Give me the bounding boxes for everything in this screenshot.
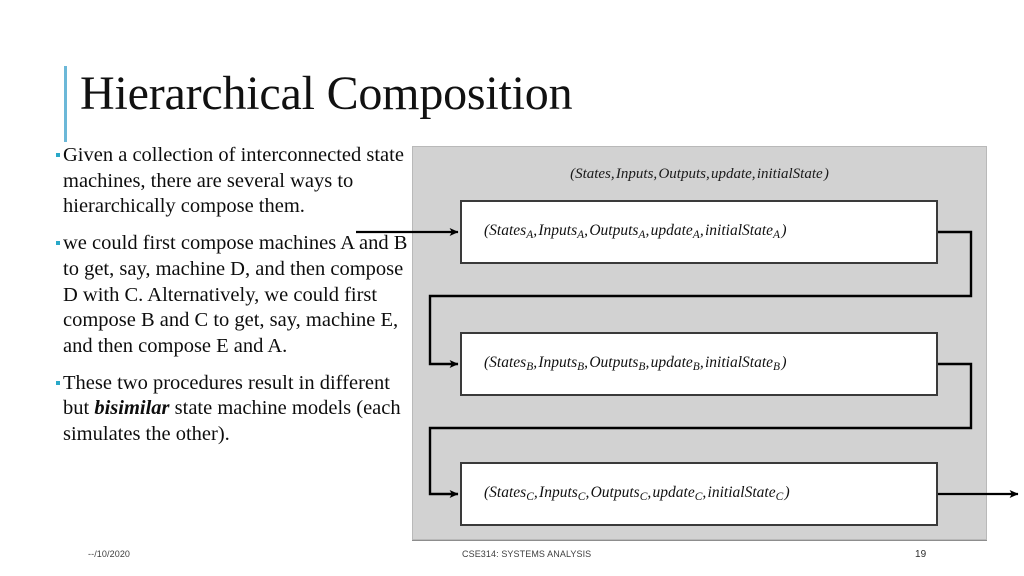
box-b-sub-initialstate: B: [773, 361, 781, 374]
list-item: These two procedures result in different…: [56, 371, 416, 448]
state-machine-box-c: (StatesC, InputsC, OutputsC, updateC, in…: [460, 462, 938, 526]
box-c-states: States: [489, 484, 527, 502]
box-b-inputs: Inputs: [538, 354, 578, 372]
state-machine-box-a: (StatesA, InputsA, OutputsA, updateA, in…: [460, 200, 938, 264]
box-c-update: update: [652, 484, 695, 502]
bullet-3-suffix: state machine models (each simulates the…: [63, 397, 401, 446]
box-a-sub-states: A: [526, 229, 534, 242]
footer-date: --/10/2020: [88, 549, 131, 559]
box-b-update: update: [650, 354, 693, 372]
bullet-text-2: we could first compose machines A and B …: [63, 232, 408, 358]
header-item-states: States: [575, 166, 611, 182]
footer-divider: [412, 540, 987, 541]
box-c-initialstate: initialState: [707, 484, 776, 502]
box-a-tuple: (StatesA, InputsA, OutputsA, updateA, in…: [484, 222, 787, 242]
bullet-dot-icon: [56, 153, 60, 157]
box-b-sub-outputs: B: [638, 361, 646, 374]
footer-course-label: CSE314: SYSTEMS ANALYSIS: [462, 549, 592, 559]
box-b-outputs: Outputs: [589, 354, 639, 372]
box-b-initialstate: initialState: [704, 354, 774, 372]
header-item-update: update: [710, 166, 752, 182]
box-a-update: update: [650, 222, 693, 240]
body-text-column: Given a collection of interconnected sta…: [56, 143, 416, 459]
header-item-inputs: Inputs: [615, 166, 654, 182]
box-c-sub-initialstate: C: [775, 491, 784, 504]
header-item-initialstate: initialState: [756, 166, 823, 182]
box-a-sub-initialstate: A: [773, 229, 781, 242]
bullet-text-3: These two procedures result in different…: [63, 371, 416, 448]
box-c-sub-states: C: [526, 491, 534, 504]
box-c-sub-update: C: [694, 491, 703, 504]
box-c-tuple: (StatesC, InputsC, OutputsC, updateC, in…: [484, 484, 790, 504]
box-c-sub-outputs: C: [639, 491, 648, 504]
list-item: we could first compose machines A and B …: [56, 231, 416, 360]
box-c-sub-inputs: C: [577, 491, 586, 504]
box-a-sub-update: A: [692, 229, 700, 242]
bullet-text-1: Given a collection of interconnected sta…: [63, 144, 404, 218]
bullet-3-prefix: These two procedures result in different…: [63, 371, 390, 420]
bullet-3-emphasis: bisimilar: [94, 397, 170, 420]
box-a-sub-outputs: A: [638, 229, 646, 242]
box-a-initialstate: initialState: [704, 222, 774, 240]
header-open-paren: (: [570, 166, 576, 182]
list-item: Given a collection of interconnected sta…: [56, 143, 416, 220]
box-b-sub-states: B: [526, 361, 534, 374]
box-c-inputs: Inputs: [539, 484, 578, 502]
header-item-outputs: Outputs: [658, 166, 706, 182]
bullet-dot-icon: [56, 241, 60, 246]
diagram-header-tuple: (States, Inputs, Outputs, update, initia…: [570, 166, 829, 182]
bullet-dot-icon: [56, 380, 60, 385]
box-b-tuple: (StatesB, InputsB, OutputsB, updateB, in…: [484, 354, 787, 374]
footer-slide-number: 19: [915, 549, 927, 560]
box-a-sub-inputs: A: [577, 229, 585, 242]
page-title: Hierarchical Composition: [80, 67, 573, 120]
box-b-states: States: [489, 354, 527, 372]
header-close-paren: ): [823, 166, 829, 182]
box-a-inputs: Inputs: [538, 222, 578, 240]
title-accent-bar: [64, 66, 67, 142]
state-machine-box-b: (StatesB, InputsB, OutputsB, updateB, in…: [460, 332, 938, 396]
box-c-outputs: Outputs: [590, 484, 640, 502]
box-b-sub-inputs: B: [577, 361, 585, 374]
box-a-states: States: [489, 222, 527, 240]
box-a-outputs: Outputs: [589, 222, 639, 240]
box-b-sub-update: B: [692, 361, 700, 374]
